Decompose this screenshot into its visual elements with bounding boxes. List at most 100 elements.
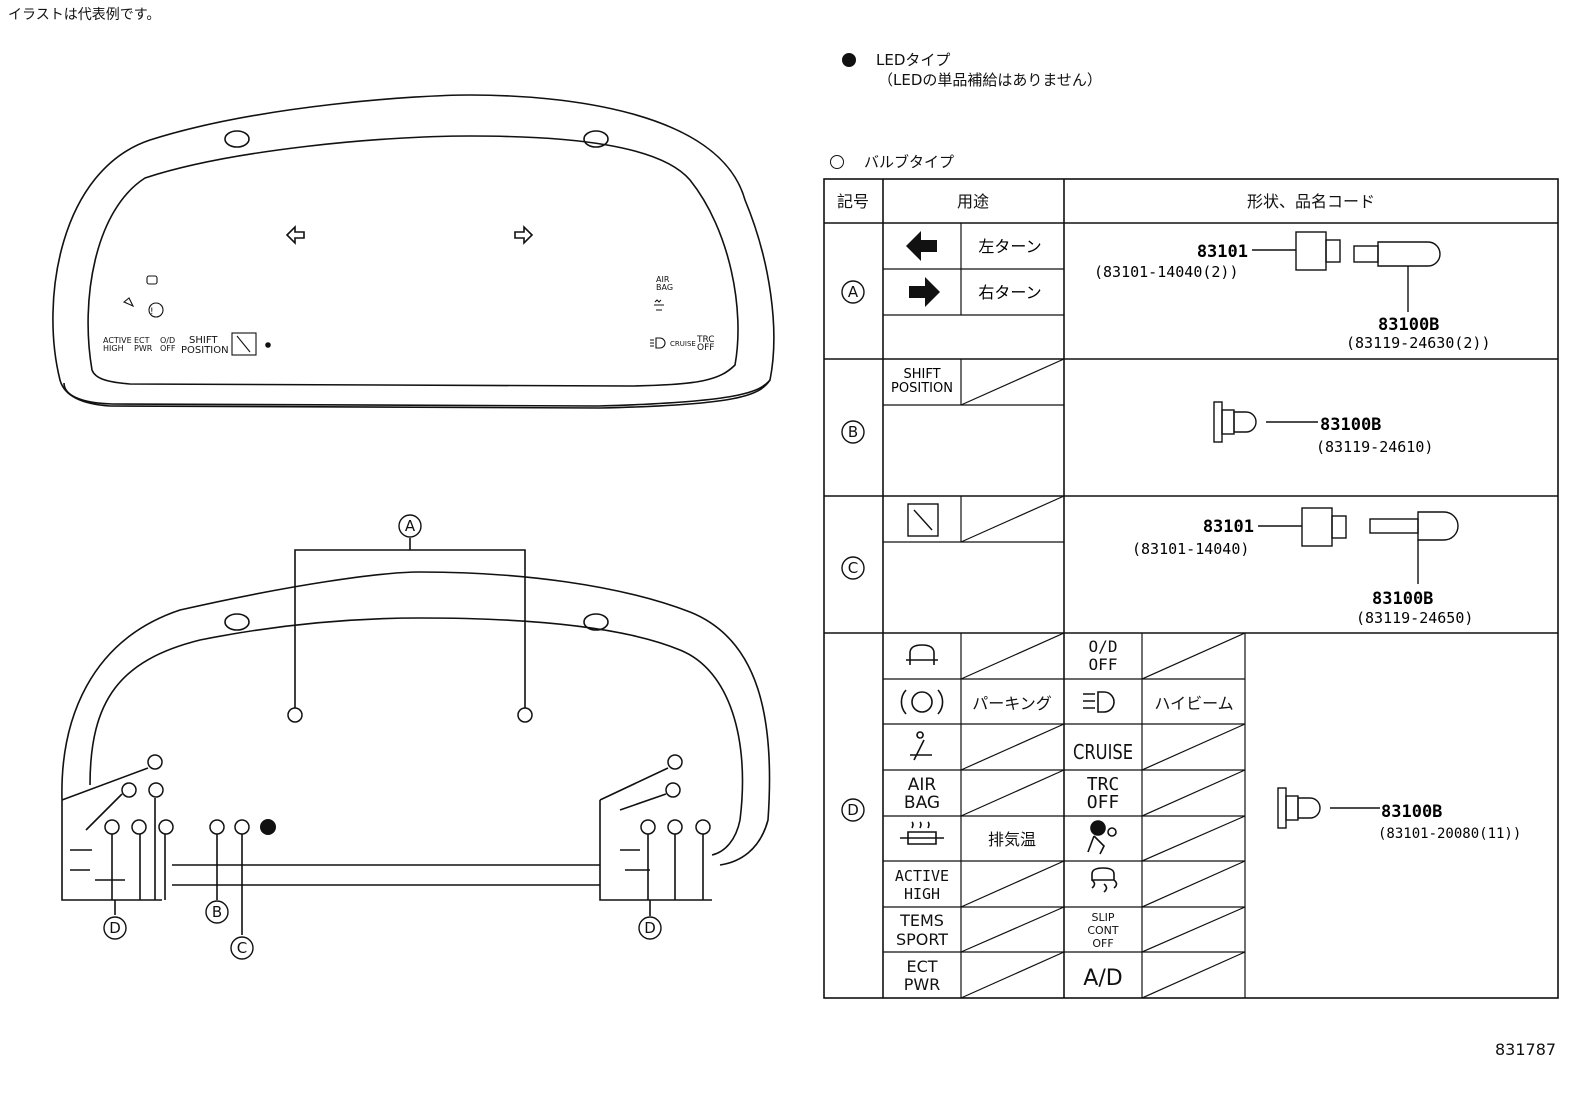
header-usage: 用途 <box>957 192 989 211</box>
high-beam-icon <box>1083 691 1115 713</box>
row-a-socket-sub: (83101-14040(2)) <box>1094 263 1239 281</box>
cruise-label: CRUISE <box>1073 740 1133 764</box>
figure-number: 831787 <box>1495 1040 1557 1059</box>
row-a-socket-code: 83101 <box>1197 242 1248 262</box>
high-beam-icon <box>650 337 666 349</box>
socket-c-icon <box>1258 507 1347 547</box>
header-symbol: 記号 <box>837 192 869 211</box>
led-legend: LEDタイプ （LEDの単品補給はありません） <box>842 50 1102 90</box>
bulb-c <box>234 819 250 835</box>
ad-label: A/D <box>1083 966 1122 991</box>
door-icon <box>146 275 158 285</box>
row-b-bulb-sub: (83119-24610) <box>1316 438 1433 456</box>
header-shape: 形状、品名コード <box>1247 192 1375 211</box>
svg-text:!: ! <box>150 307 154 317</box>
shift-position-icon <box>231 332 257 356</box>
bulb-a-left <box>287 707 303 723</box>
illustration-note: イラストは代表例です。 <box>8 7 161 23</box>
left-turn-icon <box>906 231 937 261</box>
row-c-socket-sub: (83101-14040) <box>1132 540 1249 558</box>
bulb-legend: バルブタイプ <box>830 152 954 172</box>
row-a-bulb-code: 83100B <box>1378 315 1439 335</box>
callout-a: A <box>398 514 422 538</box>
row-c-symbol: C <box>841 556 865 580</box>
cluster-rear-view <box>61 538 771 935</box>
cluster-cruise: CRUISE <box>670 340 696 348</box>
parking-label: パーキング <box>972 694 1052 713</box>
svg-text:B: B <box>212 903 222 921</box>
bulb-b <box>209 819 225 835</box>
bulb-b-icon <box>1213 401 1318 443</box>
left-arrow-icon <box>285 225 305 245</box>
svg-text:D: D <box>847 801 859 819</box>
callout-b: B <box>205 900 229 924</box>
door-ajar-icon <box>906 644 938 665</box>
parts-table: 記号 用途 形状、品名コード A B C D 左ターン 右ターン 83101 (… <box>823 178 1559 999</box>
bulb-label: バルブタイプ <box>864 153 955 171</box>
led-dot-icon <box>842 53 856 67</box>
svg-text:A: A <box>848 283 859 301</box>
cluster-front-view: ! <box>52 94 775 409</box>
row-b-symbol: B <box>841 420 865 444</box>
bulb-position-markers <box>104 707 711 835</box>
row-c-socket-code: 83101 <box>1203 517 1254 537</box>
parking-brake-icon <box>900 689 944 715</box>
parking-brake-icon <box>148 302 164 318</box>
exhaust-temp-label: 排気温 <box>988 830 1036 849</box>
svg-text:B: B <box>848 423 858 441</box>
callout-c: C <box>230 936 254 960</box>
right-turn-icon <box>909 277 940 307</box>
high-beam-label: ハイビーム <box>1154 694 1233 713</box>
row-d-bulb-sub: (83101-20080(11)) <box>1378 826 1521 842</box>
svg-text:C: C <box>237 939 247 957</box>
right-turn-label: 右ターン <box>978 283 1041 302</box>
row-d-bulb-code: 83100B <box>1381 802 1442 822</box>
exhaust-temp-icon <box>654 299 664 311</box>
led-position-marker <box>260 819 276 835</box>
row-a-bulb-sub: (83119-24630(2)) <box>1346 334 1491 352</box>
row-d-symbol: D <box>841 798 865 822</box>
svg-text:D: D <box>644 919 656 937</box>
led-note: （LEDの単品補給はありません） <box>878 71 1102 89</box>
callout-d-right: D <box>638 916 662 940</box>
led-label: LEDタイプ <box>876 51 951 69</box>
row-c-bulb-sub: (83119-24650) <box>1356 609 1473 627</box>
bulb-d-icon <box>1277 787 1380 829</box>
svg-text:A: A <box>405 517 416 535</box>
left-turn-label: 左ターン <box>978 237 1041 256</box>
shift-indicator-icon <box>907 503 939 537</box>
seatbelt-reminder-icon <box>910 731 932 761</box>
exhaust-temp-icon <box>900 821 944 845</box>
row-c-bulb-code: 83100B <box>1372 589 1433 609</box>
airbag-icon <box>1087 820 1117 855</box>
bulb-a-right <box>517 707 533 723</box>
right-arrow-icon <box>514 225 534 245</box>
skid-icon <box>1091 867 1118 893</box>
socket-a-icon <box>1252 231 1341 271</box>
row-b-bulb-code: 83100B <box>1320 415 1381 435</box>
svg-text:D: D <box>109 919 121 937</box>
bulb-circle-icon <box>830 155 844 169</box>
svg-text:C: C <box>848 559 858 577</box>
callout-d-left: D <box>103 916 127 940</box>
seatbelt-icon <box>122 297 135 308</box>
row-a-symbol: A <box>841 280 865 304</box>
bulb-c-icon <box>1369 511 1459 584</box>
bulb-a-icon <box>1353 241 1441 312</box>
